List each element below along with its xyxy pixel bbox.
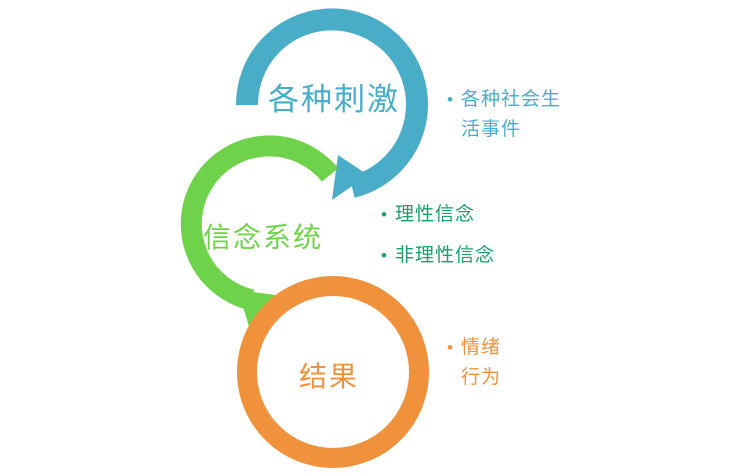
blue-curved-arrow-icon — [235, 8, 428, 200]
bullet-text: 非理性信念 — [395, 245, 496, 266]
bullet-item: • 情绪 — [447, 333, 501, 363]
bullet-text-continuation: 行为 — [461, 367, 502, 388]
bullet-dot-icon: • — [381, 246, 387, 265]
bullet-dot-icon: • — [447, 90, 453, 109]
bullet-item: • 理性信念 — [381, 200, 495, 230]
bullet-item: • 非理性信念 — [381, 241, 495, 271]
bullet-item: • 各种社会生 — [447, 85, 561, 115]
stage-label-belief: 信念系统 — [203, 222, 324, 253]
bullet-text: 各种社会生 — [461, 89, 562, 110]
orange-open-circle-icon — [237, 276, 429, 468]
stage-label-result: 结果 — [299, 361, 360, 392]
stage-label-stimulus: 各种刺激 — [268, 82, 400, 117]
bullet-dot-icon: • — [447, 338, 453, 357]
bullet-text: 理性信念 — [395, 204, 476, 225]
bullets-belief: • 理性信念 • 非理性信念 — [381, 200, 495, 271]
bullets-stimulus: • 各种社会生 活事件 — [447, 85, 561, 145]
bullet-text: 情绪 — [461, 337, 502, 358]
bullet-text-continuation: 活事件 — [461, 119, 522, 140]
bullets-result: • 情绪 行为 — [447, 333, 501, 393]
bullet-dot-icon: • — [381, 205, 387, 224]
